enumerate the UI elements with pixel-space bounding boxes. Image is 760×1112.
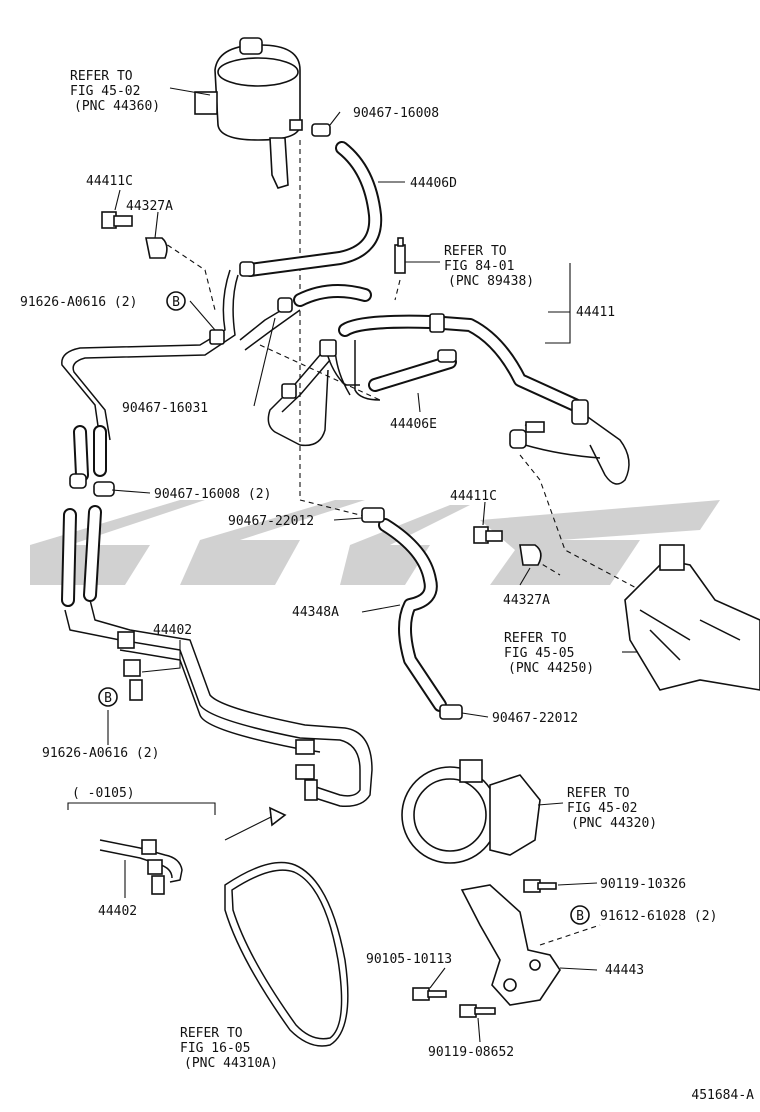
bolt-upper xyxy=(101,211,133,229)
part-label: 44411C xyxy=(86,174,133,189)
drive-belt xyxy=(224,861,349,1047)
bolt-lower xyxy=(473,526,503,544)
figure-code: 451684-A xyxy=(691,1088,754,1103)
steering-gear xyxy=(624,544,760,691)
part-label: 44406D xyxy=(410,176,457,191)
hose-44406e xyxy=(324,344,457,396)
part-label: 90105-10113 xyxy=(366,952,452,967)
b-marker-text: B xyxy=(576,909,584,924)
pump xyxy=(401,759,541,864)
part-label: 90467-22012 xyxy=(492,711,578,726)
part-label: 90467-16008 (2) xyxy=(154,487,271,502)
callout-pump-line1: REFER TO xyxy=(567,786,630,801)
part-label: 44411C xyxy=(450,489,497,504)
part-label: 90467-16031 xyxy=(122,401,208,416)
part-label: 44411 xyxy=(576,305,615,320)
part-label: 90119-08652 xyxy=(428,1045,514,1060)
b-marker-text: B xyxy=(172,295,180,310)
callout-belt-line1: REFER TO xyxy=(180,1026,243,1041)
bracket-44443 xyxy=(412,879,561,1018)
callout-reservoir-line2: FIG 45-02 xyxy=(70,84,140,99)
clip-lower xyxy=(519,544,542,566)
reservoir-tank xyxy=(194,37,303,189)
callout-pump-line2: FIG 45-02 xyxy=(567,801,637,816)
part-label: 44327A xyxy=(126,199,173,214)
part-label: 44327A xyxy=(503,593,550,608)
part-label: 44402 xyxy=(98,904,137,919)
part-label: 44406E xyxy=(390,417,437,432)
callout-belt-line2: FIG 16-05 xyxy=(180,1041,250,1056)
pressure-hose-44411 xyxy=(338,313,630,485)
part-label: 44348A xyxy=(292,605,339,620)
callout-sensor-line1: REFER TO xyxy=(444,244,507,259)
part-label: ( -0105) xyxy=(72,786,135,801)
clip-upper xyxy=(145,237,168,259)
callout-gear-line3: (PNC 44250) xyxy=(508,661,594,676)
callout-belt-line3: (PNC 44310A) xyxy=(184,1056,278,1071)
part-label: 91626-A0616 (2) xyxy=(20,295,137,310)
callout-gear-line2: FIG 45-05 xyxy=(504,646,574,661)
cooler-tube-44402 xyxy=(64,599,373,808)
b-marker-1: B xyxy=(166,291,186,311)
part-label: 90119-10326 xyxy=(600,877,686,892)
leader-lines xyxy=(107,87,638,1043)
callout-sensor-line2: FIG 84-01 xyxy=(444,259,514,274)
part-label: 91612-61028 (2) xyxy=(600,909,717,924)
inset-44402 xyxy=(67,802,287,895)
callout-sensor-line3: (PNC 89438) xyxy=(448,274,534,289)
callout-pump-line3: (PNC 44320) xyxy=(571,816,657,831)
suction-hose-44348a xyxy=(361,507,463,720)
callout-reservoir-line1: REFER TO xyxy=(70,69,133,84)
part-label: 44443 xyxy=(605,963,644,978)
callout-gear-line1: REFER TO xyxy=(504,631,567,646)
part-label: 90467-22012 xyxy=(228,514,314,529)
return-tubes xyxy=(61,269,372,447)
b-marker-2: B xyxy=(98,687,118,707)
b-marker-3: B xyxy=(570,905,590,925)
hose-44406d xyxy=(239,123,383,277)
b-marker-text: B xyxy=(104,691,112,706)
part-label: 90467-16008 xyxy=(353,106,439,121)
left-hoses xyxy=(61,425,115,607)
callout-reservoir-line3: (PNC 44360) xyxy=(74,99,160,114)
pressure-switch xyxy=(394,237,406,274)
part-label: 44402 xyxy=(153,623,192,638)
part-label: 91626-A0616 (2) xyxy=(42,746,159,761)
